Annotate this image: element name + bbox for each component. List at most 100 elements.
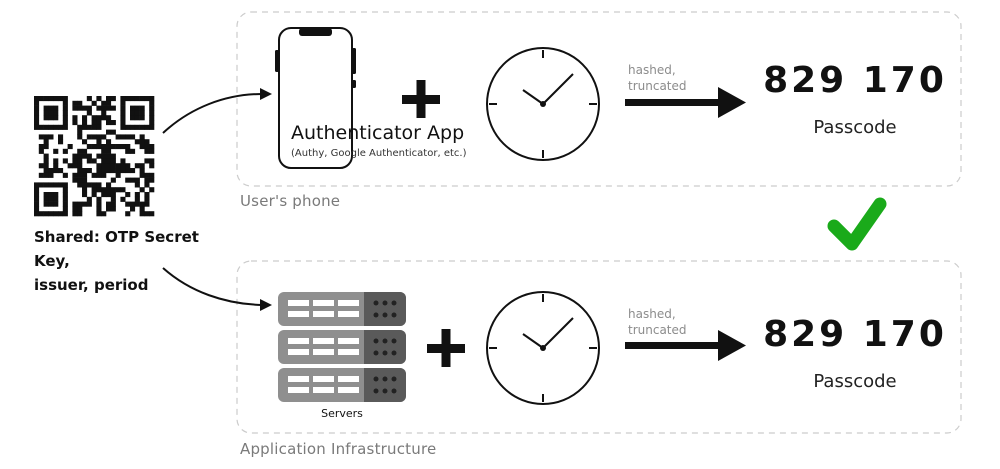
qr-module bbox=[134, 196, 140, 202]
qr-module bbox=[77, 201, 83, 207]
qr-module bbox=[149, 172, 155, 178]
qr-module bbox=[53, 182, 59, 188]
qr-module bbox=[125, 211, 131, 217]
server-icon bbox=[278, 292, 406, 402]
qr-module bbox=[62, 96, 68, 102]
qr-module bbox=[91, 187, 97, 193]
qr-module bbox=[96, 187, 102, 193]
qr-module bbox=[144, 211, 150, 217]
plus-icon bbox=[427, 329, 465, 367]
qr-module bbox=[34, 124, 40, 130]
qr-module bbox=[72, 201, 78, 207]
qr-module bbox=[134, 177, 140, 183]
qr-module bbox=[77, 211, 83, 217]
qr-module bbox=[144, 139, 150, 145]
qr-module bbox=[43, 144, 49, 150]
qr-module bbox=[139, 105, 145, 111]
qr-module bbox=[48, 105, 54, 111]
qr-module bbox=[53, 196, 59, 202]
qr-module bbox=[101, 115, 107, 121]
qr-module bbox=[106, 148, 112, 154]
qr-module bbox=[101, 100, 107, 106]
qr-module bbox=[86, 196, 92, 202]
qr-module bbox=[125, 177, 131, 183]
qr-module bbox=[134, 96, 140, 102]
qr-module bbox=[82, 124, 88, 130]
qr-module bbox=[53, 211, 59, 217]
qr-module bbox=[48, 201, 54, 207]
qr-module bbox=[96, 206, 102, 212]
qr-module bbox=[62, 124, 68, 130]
qr-module bbox=[62, 100, 68, 106]
qr-module bbox=[110, 187, 116, 193]
qr-module bbox=[144, 201, 150, 207]
clock-icon bbox=[486, 47, 600, 161]
qr-module bbox=[77, 105, 83, 111]
qr-module bbox=[139, 187, 145, 193]
qr-module bbox=[120, 196, 126, 202]
qr-module bbox=[86, 110, 92, 116]
qr-module bbox=[53, 115, 59, 121]
qr-module bbox=[48, 196, 54, 202]
qr-module bbox=[106, 100, 112, 106]
qr-module bbox=[53, 201, 59, 207]
qr-module bbox=[96, 168, 102, 174]
passcode-value-infra: 829 170 bbox=[763, 314, 947, 355]
qr-module bbox=[48, 124, 54, 130]
qr-module bbox=[82, 168, 88, 174]
qr-module bbox=[34, 115, 40, 121]
qr-module bbox=[106, 201, 112, 207]
clock-icon bbox=[486, 291, 600, 405]
qr-module bbox=[120, 144, 126, 150]
qr-module bbox=[62, 201, 68, 207]
qr-module bbox=[34, 120, 40, 126]
qr-module bbox=[34, 96, 40, 102]
qr-module bbox=[43, 153, 49, 159]
shared-label-line1: Shared: OTP Secret Key, bbox=[34, 228, 199, 270]
qr-module bbox=[53, 96, 59, 102]
qr-module bbox=[125, 124, 131, 130]
qr-module bbox=[43, 192, 49, 198]
qr-module bbox=[53, 105, 59, 111]
qr-module bbox=[91, 182, 97, 188]
qr-module bbox=[144, 158, 150, 164]
qr-module bbox=[130, 110, 136, 116]
qr-module bbox=[82, 148, 88, 154]
qr-module bbox=[62, 187, 68, 193]
infra-section-label: Application Infrastructure bbox=[240, 440, 437, 458]
hash-note-phone: hashed, truncated bbox=[628, 62, 687, 94]
qr-module bbox=[101, 134, 107, 140]
curved-arrow-to-servers bbox=[162, 267, 272, 311]
qr-module bbox=[101, 144, 107, 150]
qr-module bbox=[106, 120, 112, 126]
qr-module bbox=[48, 134, 54, 140]
qr-module bbox=[101, 187, 107, 193]
qr-module bbox=[82, 105, 88, 111]
phone-section-label: User's phone bbox=[240, 192, 341, 210]
qr-module bbox=[86, 144, 92, 150]
qr-module bbox=[139, 144, 145, 150]
qr-module bbox=[38, 211, 44, 217]
qr-module bbox=[43, 158, 49, 164]
qr-module bbox=[43, 105, 49, 111]
qr-module bbox=[43, 110, 49, 116]
passcode-label-phone: Passcode bbox=[813, 117, 897, 138]
qr-module bbox=[106, 206, 112, 212]
qr-module bbox=[149, 187, 155, 193]
qr-module bbox=[86, 201, 92, 207]
qr-module bbox=[48, 182, 54, 188]
qr-module bbox=[82, 120, 88, 126]
hash-note-line1: hashed, bbox=[628, 307, 676, 321]
qr-module bbox=[53, 168, 59, 174]
qr-module bbox=[134, 201, 140, 207]
qr-module bbox=[115, 168, 121, 174]
qr-module bbox=[106, 96, 112, 102]
qr-module bbox=[110, 96, 116, 102]
qr-module bbox=[110, 158, 116, 164]
qr-module bbox=[130, 96, 136, 102]
qr-module bbox=[125, 148, 131, 154]
qr-module bbox=[77, 124, 83, 130]
qr-module bbox=[38, 163, 44, 169]
qr-module bbox=[86, 182, 92, 188]
qr-module bbox=[43, 139, 49, 145]
